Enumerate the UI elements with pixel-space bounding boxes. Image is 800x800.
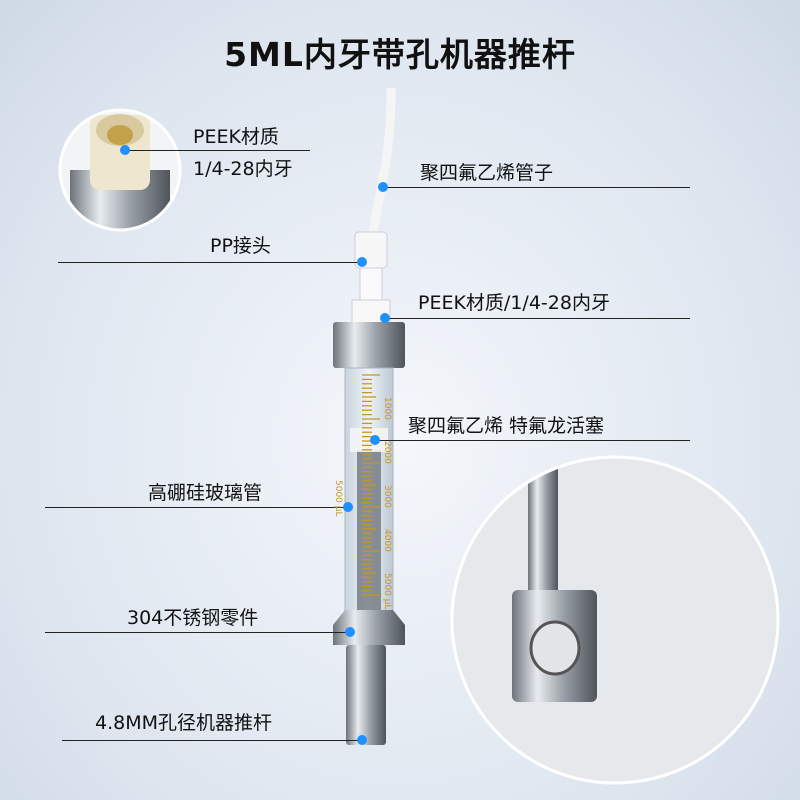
marker-dot <box>120 145 130 155</box>
label-steel-parts: 304不锈钢零件 <box>127 607 259 629</box>
ptfe-tube <box>367 87 396 239</box>
bottom-collar <box>333 610 405 645</box>
label-push-rod: 4.8MM孔径机器推杆 <box>95 712 273 734</box>
label-ptfe-tube: 聚四氟乙烯管子 <box>420 162 554 184</box>
leader-line <box>58 262 362 263</box>
marker-dot <box>378 182 388 192</box>
label-pp-connector: PP接头 <box>210 235 271 257</box>
push-rod <box>346 645 386 745</box>
scale-label: 2000 <box>382 441 392 464</box>
barrel-marking: 5000 μL <box>333 480 343 517</box>
label-peek-thread: PEEK材质/1/4-28内牙 <box>418 292 610 314</box>
leader-line <box>375 440 690 441</box>
label-thread-inner: 1/4-28内牙 <box>193 158 293 180</box>
marker-dot <box>380 313 390 323</box>
marker-dot <box>357 257 367 267</box>
peek-thread-inset <box>60 110 180 230</box>
top-collar <box>333 322 405 368</box>
leader-line <box>45 632 350 633</box>
marker-dot <box>345 627 355 637</box>
leader-line <box>62 740 362 741</box>
page-title: 5ML内牙带孔机器推杆 <box>224 35 576 74</box>
scale-label: 4000 <box>382 529 392 552</box>
label-glass-tube: 高硼硅玻璃管 <box>148 482 263 504</box>
leader-line <box>385 318 690 319</box>
leader-line <box>383 187 690 188</box>
scale-label: 5000 μL <box>382 573 392 610</box>
marker-dot <box>370 435 380 445</box>
marker-dot <box>343 502 353 512</box>
scale-label: 3000 <box>382 485 392 508</box>
leader-line <box>45 507 348 508</box>
label-peek-material: PEEK材质 <box>193 126 279 148</box>
rod-hole-inset <box>452 457 778 783</box>
scale-label: 1000 <box>382 397 392 420</box>
leader-line <box>125 150 310 151</box>
marker-dot <box>357 735 367 745</box>
label-ptfe-piston: 聚四氟乙烯 特氟龙活塞 <box>408 415 605 437</box>
